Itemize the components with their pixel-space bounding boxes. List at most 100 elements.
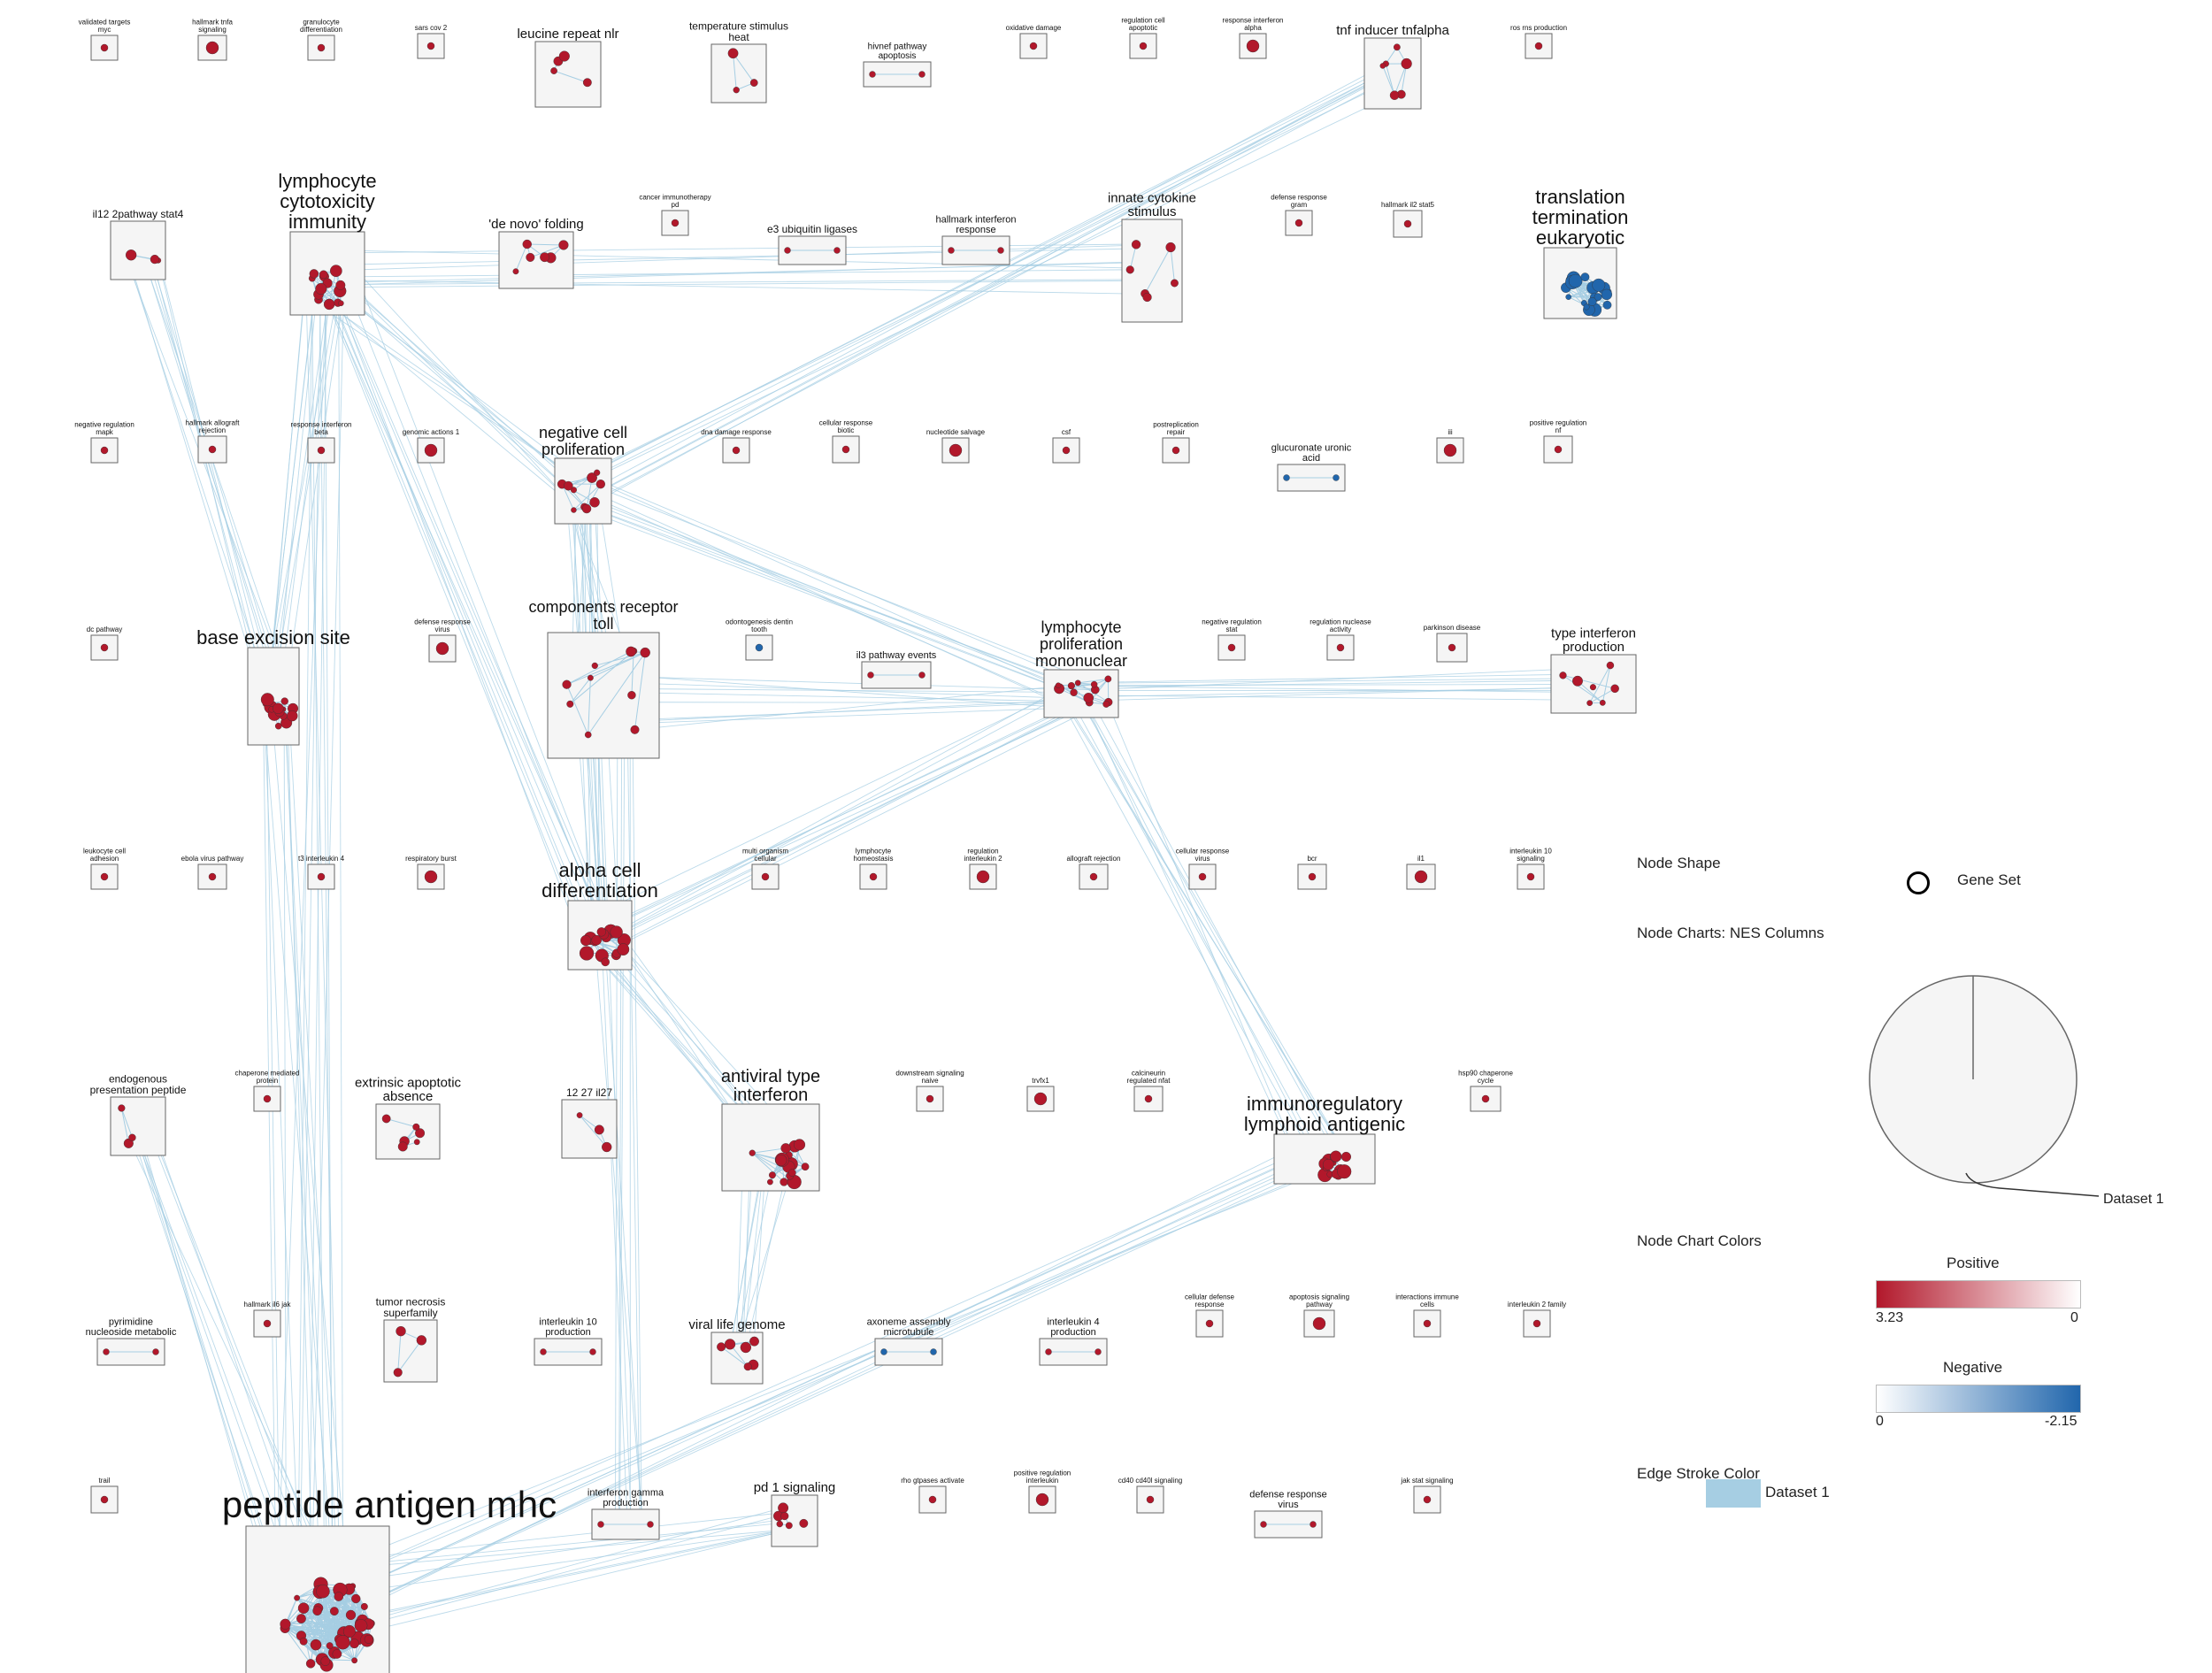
cluster-pd-1-signaling[interactable]: pd 1 signaling bbox=[754, 1480, 836, 1547]
gene-set-node[interactable] bbox=[591, 662, 598, 670]
cluster-genomic-actions-1[interactable]: genomic actions 1 bbox=[403, 428, 460, 464]
gene-set-node[interactable] bbox=[727, 48, 739, 59]
cluster-tnf-inducer-tnfalpha[interactable]: tnf inducer tnfalpha bbox=[1336, 23, 1449, 110]
gene-set-node[interactable] bbox=[1102, 700, 1110, 708]
cluster-trail[interactable]: trail bbox=[90, 1477, 119, 1514]
gene-set-node[interactable] bbox=[1094, 1348, 1102, 1355]
gene-set-node[interactable] bbox=[784, 247, 791, 254]
gene-set-node[interactable] bbox=[582, 78, 592, 88]
gene-set-node[interactable] bbox=[100, 1495, 109, 1504]
gene-set-node[interactable] bbox=[1448, 643, 1456, 652]
gene-set-node[interactable] bbox=[338, 300, 344, 307]
gene-set-node[interactable] bbox=[550, 67, 557, 74]
gene-set-node[interactable] bbox=[589, 497, 600, 508]
cluster-il1[interactable]: il1 bbox=[1406, 855, 1436, 890]
gene-set-node[interactable] bbox=[100, 43, 109, 52]
gene-set-node[interactable] bbox=[562, 679, 572, 689]
gene-set-node[interactable] bbox=[1330, 1150, 1342, 1163]
gene-set-node[interactable] bbox=[767, 1178, 773, 1186]
cluster-hallmark-il2-stat5[interactable]: hallmark il2 stat5 bbox=[1381, 201, 1435, 238]
cluster-interleukin-2-family[interactable]: interleukin 2 family bbox=[1508, 1301, 1566, 1338]
gene-set-node[interactable] bbox=[317, 446, 326, 455]
gene-set-node[interactable] bbox=[1246, 39, 1260, 53]
gene-set-node[interactable] bbox=[312, 1606, 322, 1616]
gene-set-node[interactable] bbox=[297, 1602, 310, 1614]
gene-set-node[interactable] bbox=[208, 445, 217, 454]
gene-set-node[interactable] bbox=[342, 1624, 356, 1638]
cluster-leucine-repeat-nlr[interactable]: leucine repeat nlr bbox=[517, 27, 619, 108]
gene-set-node[interactable] bbox=[1554, 445, 1563, 454]
gene-set-node[interactable] bbox=[732, 446, 741, 455]
gene-set-node[interactable] bbox=[794, 1139, 806, 1151]
gene-set-node[interactable] bbox=[749, 1149, 756, 1156]
gene-set-node[interactable] bbox=[594, 469, 601, 476]
cluster-iii[interactable]: iii bbox=[1436, 428, 1464, 464]
gene-set-node[interactable] bbox=[299, 1637, 308, 1646]
gene-set-node[interactable] bbox=[334, 1592, 344, 1601]
gene-set-node[interactable] bbox=[799, 1518, 809, 1528]
gene-set-node[interactable] bbox=[724, 1339, 736, 1350]
gene-set-node[interactable] bbox=[273, 702, 284, 714]
gene-set-node[interactable] bbox=[1572, 675, 1583, 687]
gene-set-node[interactable] bbox=[776, 1520, 783, 1528]
gene-set-node[interactable] bbox=[1067, 682, 1075, 690]
gene-set-node[interactable] bbox=[1029, 42, 1038, 50]
gene-set-node[interactable] bbox=[315, 282, 327, 295]
gene-set-node[interactable] bbox=[596, 927, 606, 937]
cluster-peptide-antigen-mhc[interactable]: peptide antigen mhc bbox=[222, 1484, 557, 1673]
gene-set-node[interactable] bbox=[749, 79, 758, 87]
gene-set-node[interactable] bbox=[775, 1155, 787, 1167]
gene-set-node[interactable] bbox=[570, 487, 577, 494]
gene-set-node[interactable] bbox=[512, 268, 519, 275]
gene-set-node[interactable] bbox=[1104, 675, 1112, 683]
gene-set-node[interactable] bbox=[558, 240, 569, 250]
gene-set-node[interactable] bbox=[310, 1638, 322, 1651]
gene-set-node[interactable] bbox=[316, 1584, 330, 1599]
cluster-oxidative-damage[interactable]: oxidative damage bbox=[1006, 24, 1062, 59]
cluster-ebola-virus-pathway[interactable]: ebola virus pathway bbox=[181, 855, 244, 890]
gene-set-node[interactable] bbox=[1393, 43, 1401, 51]
gene-set-node[interactable] bbox=[323, 298, 335, 311]
gene-set-node[interactable] bbox=[205, 41, 219, 55]
gene-set-node[interactable] bbox=[997, 247, 1004, 254]
gene-set-node[interactable] bbox=[768, 1171, 776, 1179]
gene-set-node[interactable] bbox=[1403, 219, 1412, 228]
gene-set-node[interactable] bbox=[364, 1634, 373, 1644]
gene-set-node[interactable] bbox=[1610, 684, 1619, 694]
gene-set-node[interactable] bbox=[317, 43, 326, 52]
cluster-de-novo-folding[interactable]: 'de novo' folding bbox=[488, 217, 584, 289]
cluster-il12-2pathway-stat4[interactable]: il12 2pathway stat4 bbox=[93, 208, 184, 280]
gene-set-node[interactable] bbox=[1559, 672, 1567, 679]
gene-set-node[interactable] bbox=[381, 1114, 391, 1124]
gene-set-node[interactable] bbox=[354, 1619, 368, 1632]
gene-set-node[interactable] bbox=[274, 722, 282, 730]
gene-set-node[interactable] bbox=[647, 1521, 654, 1528]
gene-set-node[interactable] bbox=[393, 1368, 403, 1378]
gene-set-node[interactable] bbox=[360, 1602, 368, 1610]
gene-set-node[interactable] bbox=[778, 1502, 789, 1514]
gene-set-node[interactable] bbox=[1337, 1164, 1352, 1179]
gene-set-node[interactable] bbox=[918, 71, 926, 78]
gene-set-node[interactable] bbox=[558, 50, 570, 62]
gene-set-node[interactable] bbox=[926, 1094, 934, 1103]
gene-set-node[interactable] bbox=[1035, 1493, 1049, 1507]
gene-set-node[interactable] bbox=[1587, 297, 1597, 306]
